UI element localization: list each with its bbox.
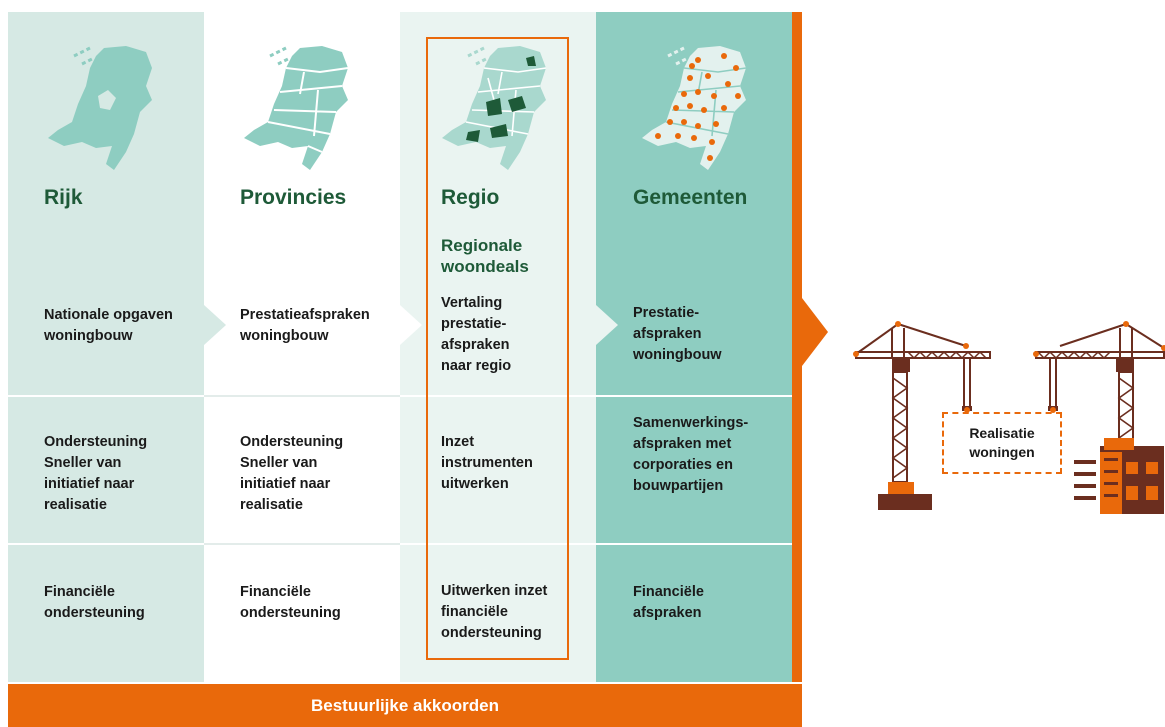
row-divider xyxy=(400,543,596,545)
cell-rijk-row1: Nationale opgaven woningbouw xyxy=(44,307,173,344)
row-divider xyxy=(8,395,204,397)
title-rijk: Rijk xyxy=(44,186,83,209)
chevron-right-icon xyxy=(204,305,226,345)
row-divider xyxy=(204,395,400,397)
crane-icon xyxy=(853,321,991,510)
cell-regio-row2: Inzet instrumenten uitwerken xyxy=(441,434,533,492)
chevron-right-icon xyxy=(596,305,618,345)
orange-strip xyxy=(792,12,802,682)
cell-gemeenten-row2: Samenwerkings- afspraken met corporaties… xyxy=(633,415,749,494)
title-gemeenten: Gemeenten xyxy=(633,186,748,209)
cell-provincies-row1: Prestatieafspraken woningbouw xyxy=(240,307,370,344)
flow-arrow-icon xyxy=(802,298,828,366)
row-divider xyxy=(596,543,792,545)
footer-bar: Bestuurlijke akkoorden xyxy=(8,684,802,727)
netherlands-municipalities-map-icon xyxy=(642,46,747,170)
building-icon xyxy=(1074,438,1164,514)
title-regio: Regio xyxy=(441,186,500,209)
row-divider xyxy=(400,395,596,397)
netherlands-provinces-map-icon xyxy=(244,46,349,170)
row-divider xyxy=(204,543,400,545)
crane-icon xyxy=(1033,321,1165,443)
cell-regio-row1: Vertaling prestatie- afspraken naar regi… xyxy=(441,295,512,374)
row-divider xyxy=(8,543,204,545)
cell-rijk-row3: Financiële ondersteuning xyxy=(44,584,145,621)
cell-regio-row3: Uitwerken inzet financiële ondersteuning xyxy=(441,583,548,641)
realisatie-label: Realisatie woningen xyxy=(969,425,1035,460)
cell-rijk-row2: Ondersteuning Sneller van initiatief naa… xyxy=(44,434,148,513)
row-divider xyxy=(596,395,792,397)
netherlands-regions-map-icon xyxy=(442,46,547,170)
subtitle-regionale-woondeals: Regionale woondeals xyxy=(441,236,529,276)
regio-highlight-box xyxy=(426,37,569,660)
cell-provincies-row3: Financiële ondersteuning xyxy=(240,584,341,621)
realisatie-woningen-box: Realisatie woningen xyxy=(942,412,1062,474)
cell-gemeenten-row1: Prestatie- afspraken woningbouw xyxy=(633,305,722,363)
title-provincies: Provincies xyxy=(240,186,347,209)
cell-gemeenten-row3: Financiële afspraken xyxy=(633,584,704,621)
footer-label: Bestuurlijke akkoorden xyxy=(310,695,499,715)
chevron-right-icon xyxy=(400,305,422,345)
netherlands-map-icon xyxy=(48,46,152,170)
cell-provincies-row2: Ondersteuning Sneller van initiatief naa… xyxy=(240,434,344,513)
